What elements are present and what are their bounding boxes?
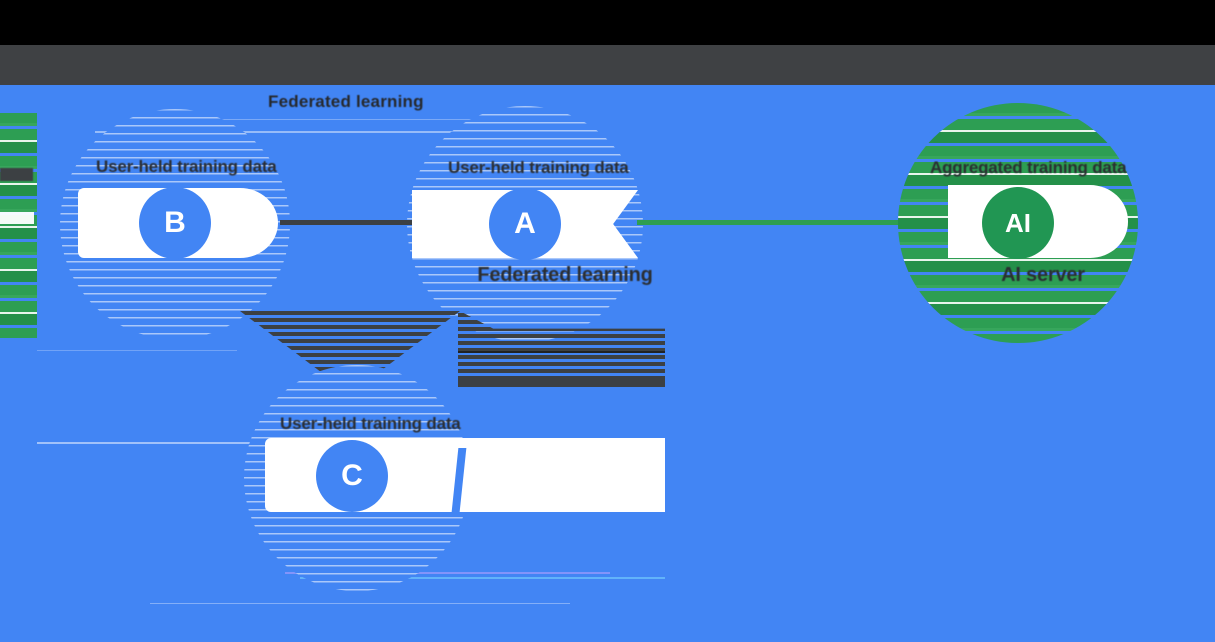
stripe-line xyxy=(95,131,595,133)
block-accent-line xyxy=(458,351,665,353)
page-title: Federated learning xyxy=(268,92,424,111)
node-b-circle: B xyxy=(139,187,211,259)
left-edge-band xyxy=(0,212,34,224)
node-c-circle: C xyxy=(316,440,388,512)
node-ai-label: Aggregated training data xyxy=(930,158,1127,177)
node-ai-circle: AI xyxy=(982,187,1054,259)
node-a-label: User-held training data xyxy=(448,158,629,177)
top-black-bar xyxy=(0,0,1215,45)
caption-federated-learning: Federated learning xyxy=(477,264,653,286)
header-bar: Federated learning xyxy=(0,45,1215,111)
left-edge-label-fragment xyxy=(0,168,33,181)
node-ai-sublabel: AI server xyxy=(1001,264,1085,286)
stripe-line xyxy=(130,119,530,120)
left-edge-green-node xyxy=(0,113,37,338)
stripe-line xyxy=(150,603,570,604)
node-b-letter: B xyxy=(164,206,186,239)
node-a-letter: A xyxy=(514,207,536,240)
block-bottom-band xyxy=(458,376,665,387)
stripe-line xyxy=(300,577,665,579)
node-b-label: User-held training data xyxy=(96,157,277,176)
stripe-line xyxy=(285,572,610,574)
node-c-letter: C xyxy=(341,459,363,492)
stripe-line xyxy=(37,350,237,351)
node-a-circle: A xyxy=(489,188,561,260)
connector-b-a xyxy=(280,220,420,225)
node-ai-letter: AI xyxy=(1005,207,1031,238)
node-c-label: User-held training data xyxy=(280,414,461,433)
connector-a-ai xyxy=(637,220,907,225)
